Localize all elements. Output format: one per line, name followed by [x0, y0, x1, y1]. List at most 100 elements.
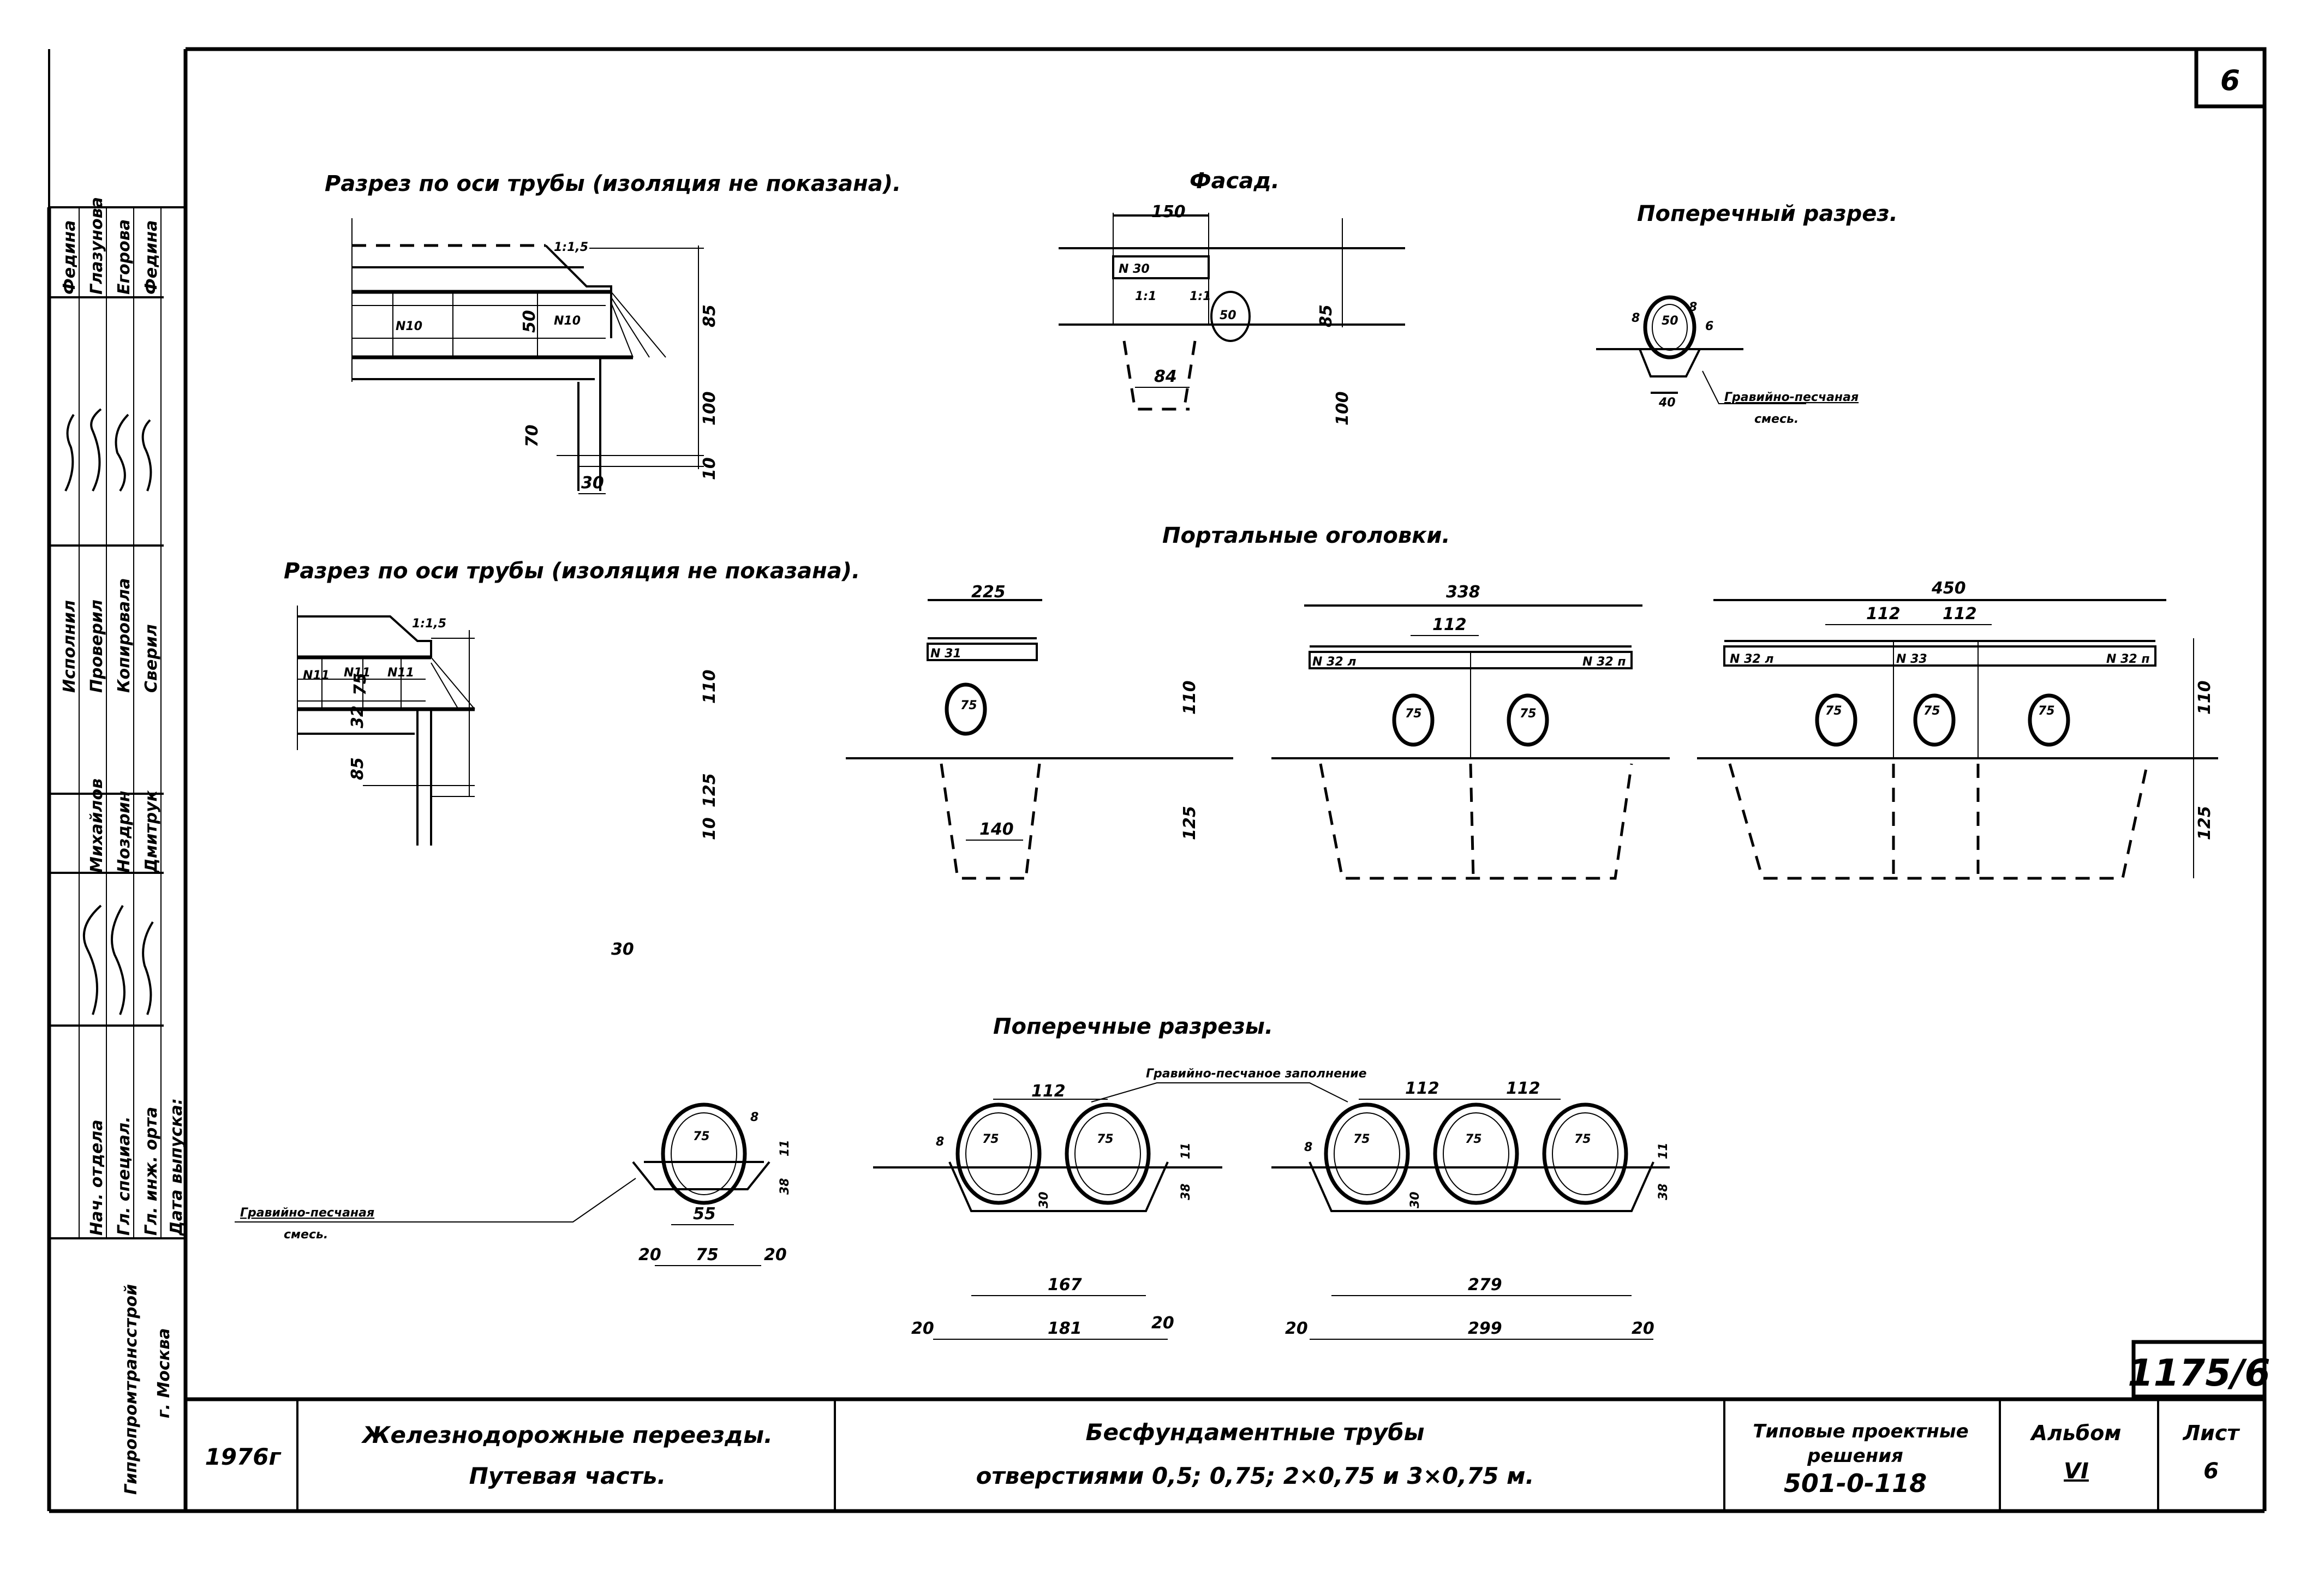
dim-diameter: 75 — [2038, 704, 2055, 718]
signatures — [64, 408, 154, 1015]
dim-diameter: 75 — [982, 1132, 999, 1146]
dim-width: 338 — [1446, 583, 1480, 602]
view-title: Поперечный разрез. — [1637, 201, 1898, 226]
dim-spacing: 112 — [1432, 615, 1467, 634]
dim-depth: 100 — [700, 391, 719, 426]
side-role: Гл. инж. орта — [142, 1107, 161, 1236]
dim-diameter: 75 — [1574, 1132, 1591, 1146]
callout-line1: Гравийно-песчаная — [240, 1206, 374, 1220]
dim-diameter: 75 — [1405, 707, 1422, 721]
series-line1: Типовые проектные — [1753, 1421, 1968, 1442]
segment-label: N10 — [554, 314, 581, 328]
sheet-label: Лист — [2183, 1421, 2241, 1445]
fill-note: Гравийно-песчаное заполнение — [1146, 1067, 1367, 1081]
side-name: Михайлов — [87, 778, 106, 873]
dim-wall-right: 8 — [1689, 301, 1697, 314]
dim-diameter: 50 — [520, 310, 539, 333]
drawing-code-box: 1175/6 — [2128, 1340, 2271, 1399]
slope-label: 1:1,5 — [412, 617, 446, 631]
dim-spacing: 112 — [1943, 604, 1977, 624]
series-line2: решения — [1807, 1445, 1903, 1467]
dim-width: 75 — [696, 1245, 719, 1265]
view-cross-sections: Поперечные разрезы. 75 8 11 38 55 75 20 … — [235, 1014, 1670, 1340]
dim-margin-right: 20 — [1151, 1314, 1174, 1333]
project-line1: Железнодорожные переезды. — [361, 1422, 773, 1448]
side-role: Исполнил — [60, 600, 79, 693]
dim-spacing: 112 — [1031, 1082, 1066, 1101]
dim-wall: 30 — [611, 940, 634, 959]
view-section-75: Разрез по оси трубы (изоляция не показан… — [284, 559, 860, 959]
year: 1976г — [205, 1443, 282, 1470]
dim-margin-right: 20 — [1632, 1319, 1654, 1338]
sheet-number-top: 6 — [2220, 64, 2240, 97]
dim-depth: 125 — [1180, 806, 1199, 840]
sheet-value: 6 — [2203, 1459, 2219, 1484]
dim-diameter: 75 — [351, 673, 370, 696]
dim-outer: 299 — [1468, 1319, 1502, 1338]
dim-wall-left: 8 — [1632, 311, 1640, 325]
dim-footing: 10 — [700, 817, 719, 840]
dim-height: 85 — [1317, 304, 1336, 327]
organization: Гипропромтрансстрой — [122, 1284, 141, 1495]
cross-section-double: 112 75 75 8 30 38 11 167 181 20 20 Грави… — [873, 1067, 1367, 1340]
side-name: Егорова — [115, 219, 134, 295]
album-label: Альбом — [2030, 1421, 2122, 1445]
side-role: Сверил — [142, 624, 161, 693]
dim-diameter: 50 — [1662, 314, 1678, 328]
dim-inner: 279 — [1468, 1275, 1502, 1295]
portal-head-triple: 450 112 112 N 32 л N 33 N 32 п 75 75 75 … — [1697, 579, 2218, 880]
dim-thickness: 30 — [1408, 1191, 1422, 1208]
side-role: Копировала — [115, 578, 134, 693]
dim-outer: 181 — [1048, 1319, 1082, 1338]
dim-footing: 10 — [700, 457, 719, 480]
title-block: 1976г Железнодорожные переезды. Путевая … — [186, 1397, 2265, 1513]
dim-depth: 125 — [2195, 806, 2214, 840]
drawing-code: 1175/6 — [2128, 1352, 2270, 1395]
dim-inner: 167 — [1048, 1275, 1082, 1295]
view-facade: Фасад. 150 N 30 1:1 1:1 50 85 100 84 — [1059, 169, 1405, 426]
slope-left: 1:1 — [1135, 290, 1156, 303]
album-value: VI — [2064, 1459, 2089, 1484]
dim-wall: 8 — [750, 1111, 758, 1124]
dim-inner: 55 — [693, 1205, 716, 1224]
slope-label: 1:1,5 — [554, 241, 588, 254]
side-name: Федина — [60, 220, 79, 295]
dim-bottom: 140 — [979, 820, 1014, 839]
view-title: Фасад. — [1190, 169, 1280, 194]
segment-label: N10 — [396, 320, 422, 333]
cross-section-triple: 112 112 75 75 75 8 30 38 11 279 299 20 2… — [1271, 1079, 1670, 1340]
side-role: Гл. специал. — [115, 1116, 134, 1236]
dim-diameter: 75 — [1465, 1132, 1482, 1146]
dim-diameter: 75 — [1520, 707, 1537, 721]
side-name: Федина — [142, 220, 161, 295]
dim-diameter: 75 — [693, 1130, 710, 1143]
dim-margin-left: 20 — [1285, 1319, 1308, 1338]
side-role: Проверил — [87, 600, 106, 693]
dim-wall: 30 — [581, 474, 604, 493]
dim-height: 110 — [1180, 680, 1199, 715]
view-section-50: Разрез по оси трубы (изоляция не показан… — [325, 171, 901, 494]
dim-wall: 8 — [1304, 1141, 1312, 1154]
dim-margin-left: 20 — [638, 1245, 661, 1265]
head-label: N 30 — [1119, 262, 1150, 276]
head-label: N 31 — [930, 647, 961, 661]
segment-label: N11 — [344, 666, 371, 680]
sheet-number-box: 6 — [2194, 47, 2267, 109]
head-label: N 33 — [1896, 652, 1927, 666]
dim-margin-right: 20 — [764, 1245, 787, 1265]
view-portal-heads: Портальные оголовки. 225 N 31 75 110 125… — [846, 523, 2218, 880]
drawing-title-line1: Бесфундаментные трубы — [1085, 1419, 1424, 1446]
side-role: Нач. отдела — [87, 1119, 106, 1236]
slope-right: 1:1 — [1190, 290, 1211, 303]
dim-diameter: 75 — [1097, 1132, 1114, 1146]
dim-bottom: 84 — [1154, 367, 1177, 386]
dim-depth: 100 — [1333, 391, 1352, 426]
callout-line2: смесь. — [284, 1228, 328, 1242]
dim-top: 11 — [1657, 1142, 1670, 1159]
dim-height: 85 — [700, 304, 719, 327]
side-name: Глазунова — [87, 197, 106, 295]
view-title: Разрез по оси трубы (изоляция не показан… — [325, 171, 901, 196]
dim-base: 32 — [348, 705, 367, 728]
dim-height: 110 — [700, 669, 719, 704]
drawing-title-line2: отверстиями 0,5; 0,75; 2×0,75 и 3×0,75 м… — [976, 1463, 1534, 1489]
